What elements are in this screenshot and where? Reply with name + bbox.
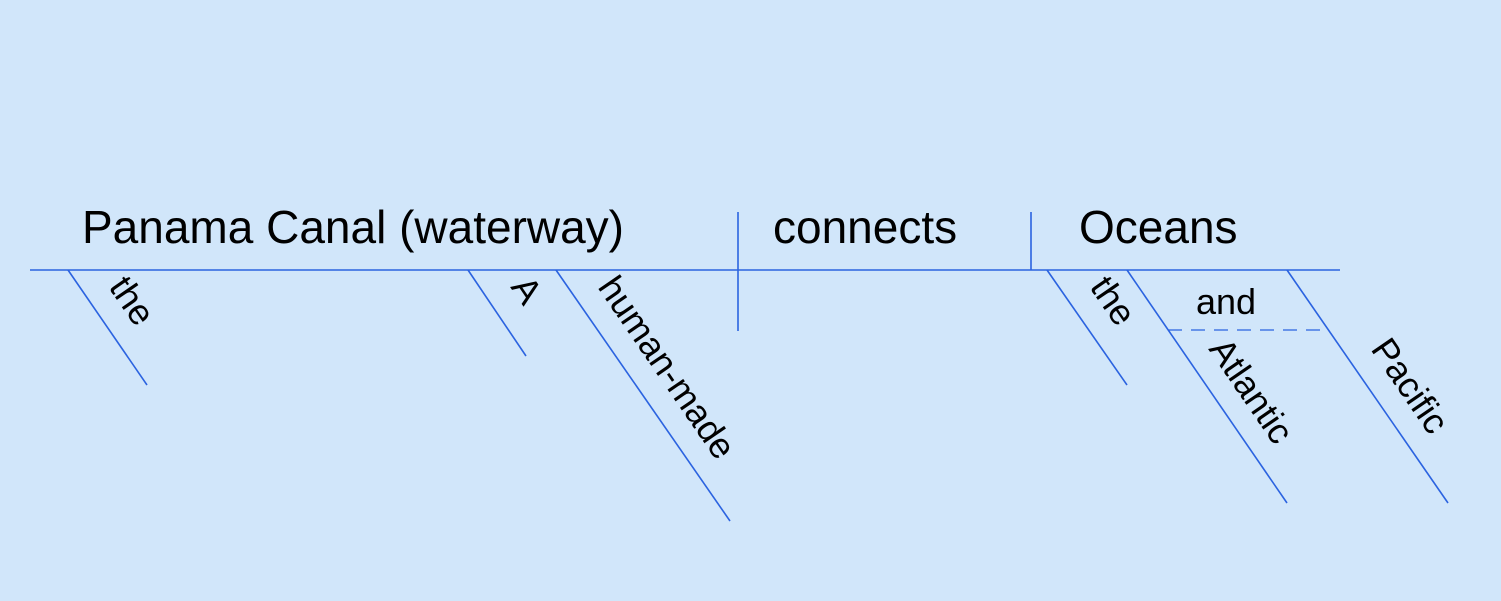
conjunction-and: and — [1196, 281, 1256, 322]
subject-word: Panama Canal (waterway) — [82, 201, 624, 253]
modifier-the-object-group: the — [1082, 268, 1144, 332]
modifier-line-a — [467, 269, 527, 357]
modifier-line-the-subject — [67, 269, 148, 386]
modifier-the-object: the — [1082, 268, 1144, 332]
object-word: Oceans — [1079, 201, 1238, 253]
modifier-line-atlantic — [1126, 269, 1288, 504]
modifier-pacific-group: Pacific — [1363, 330, 1457, 441]
modifier-the-subject-group: the — [101, 268, 163, 332]
verb-word: connects — [773, 201, 957, 253]
modifier-the-subject: the — [101, 268, 163, 332]
modifier-line-human-made — [555, 269, 731, 522]
modifier-pacific: Pacific — [1363, 330, 1457, 441]
modifier-human-made: human-made — [590, 268, 744, 466]
modifier-line-the-object — [1046, 269, 1128, 386]
modifier-human-made-group: human-made — [590, 268, 744, 466]
modifier-line-pacific — [1286, 269, 1449, 504]
modifier-atlantic: Atlantic — [1201, 330, 1302, 451]
modifier-a-group: A — [503, 268, 550, 311]
modifier-atlantic-group: Atlantic — [1201, 330, 1302, 451]
modifier-a: A — [503, 268, 550, 311]
